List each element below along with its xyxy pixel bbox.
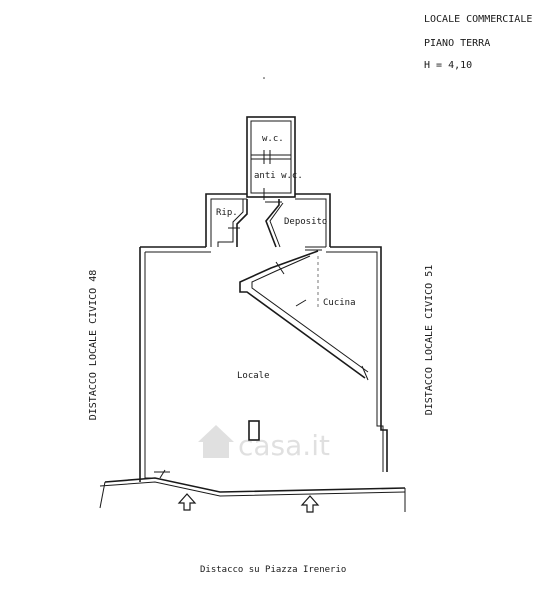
room-deposito: Deposito: [284, 217, 327, 227]
watermark: casa.it: [198, 425, 330, 462]
house-icon: [198, 425, 234, 458]
street-front: [99, 469, 406, 512]
title-line-2: PIANO TERRA: [424, 38, 490, 49]
watermark-text: casa.it: [238, 429, 330, 462]
title-line-3: H = 4,10: [424, 60, 472, 71]
room-rip: Rip.: [216, 208, 238, 218]
entrance-up-arrow-icon: [300, 495, 320, 513]
label-bottom-piazza: Distacco su Piazza Irenerio: [200, 565, 346, 575]
stray-dot: [263, 77, 265, 79]
wc-block: [246, 116, 296, 200]
upper-annex: [205, 193, 331, 251]
room-locale: Locale: [237, 371, 270, 381]
label-left-civico-48: DISTACCO LOCALE CIVICO 48: [88, 270, 99, 421]
label-right-civico-51: DISTACCO LOCALE CIVICO 51: [424, 265, 435, 416]
entrance-up-arrow-icon: [177, 493, 197, 511]
room-anti-wc: anti w.c.: [254, 171, 303, 181]
room-wc: w.c.: [262, 134, 284, 144]
title-line-1: LOCALE COMMERCIALE: [424, 14, 532, 25]
room-cucina: Cucina: [323, 298, 356, 308]
